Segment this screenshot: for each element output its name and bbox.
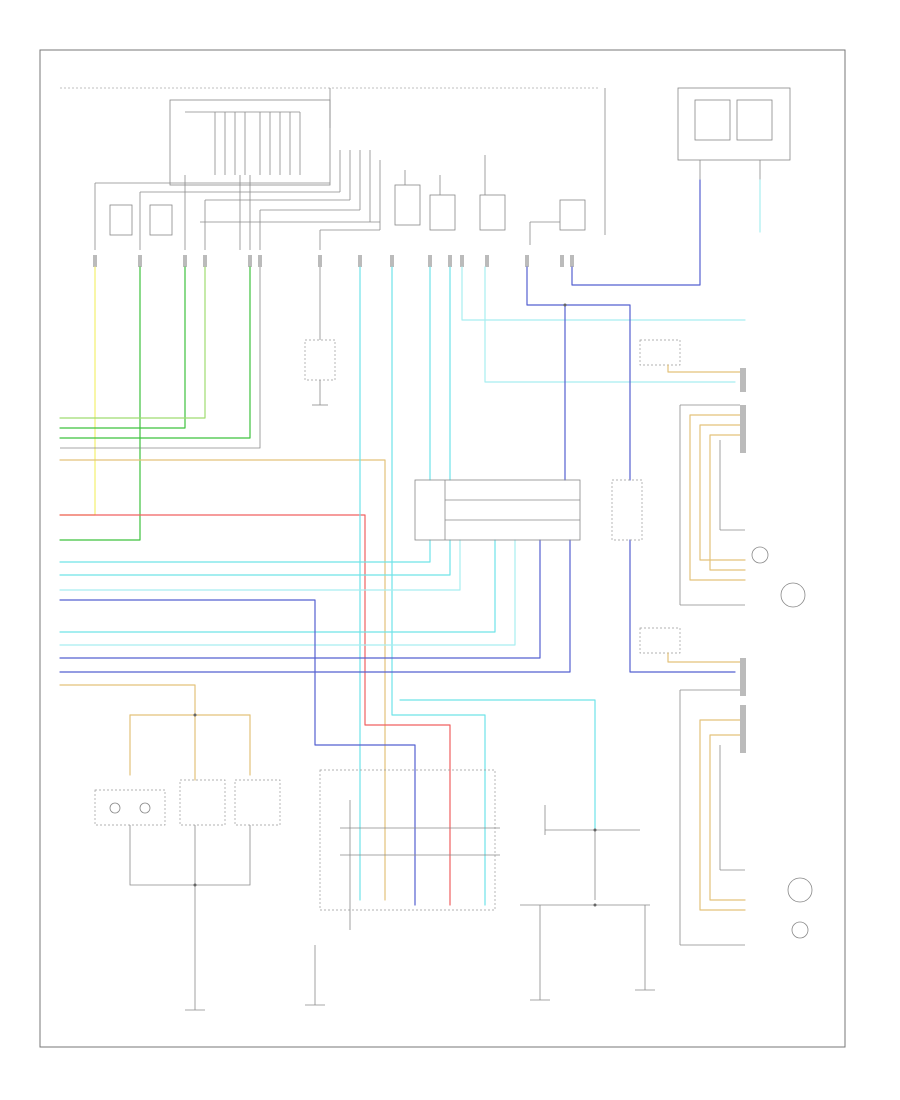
- wire-tan: [59, 459, 386, 901]
- wire-cyan: [59, 179, 761, 906]
- wire-red: [59, 514, 451, 906]
- diagram-frame: [39, 49, 846, 1048]
- switch-small-left: [304, 267, 336, 406]
- center-module: [414, 479, 643, 541]
- connector-row-top: [93, 255, 574, 267]
- lower-center-switch: [319, 769, 500, 930]
- lower-right-switch: [520, 805, 655, 1001]
- wire-gray-misc: [60, 267, 261, 449]
- fuse-boxes-top: [109, 155, 586, 245]
- right-lower-module: [639, 627, 813, 946]
- wire-blue: [59, 179, 736, 906]
- wire-yellow: [59, 266, 96, 516]
- lower-left-lamp-circuit: [94, 779, 281, 1011]
- junction-dots: [193, 303, 597, 907]
- wire-green: [59, 266, 251, 541]
- fuse-block-top: [169, 99, 331, 186]
- upper-right-module: [604, 87, 791, 235]
- right-upper-module: [639, 339, 806, 608]
- connector-right: [740, 368, 746, 753]
- gray-bus-lines: [94, 150, 381, 250]
- ground-lower-mid: [305, 945, 325, 1006]
